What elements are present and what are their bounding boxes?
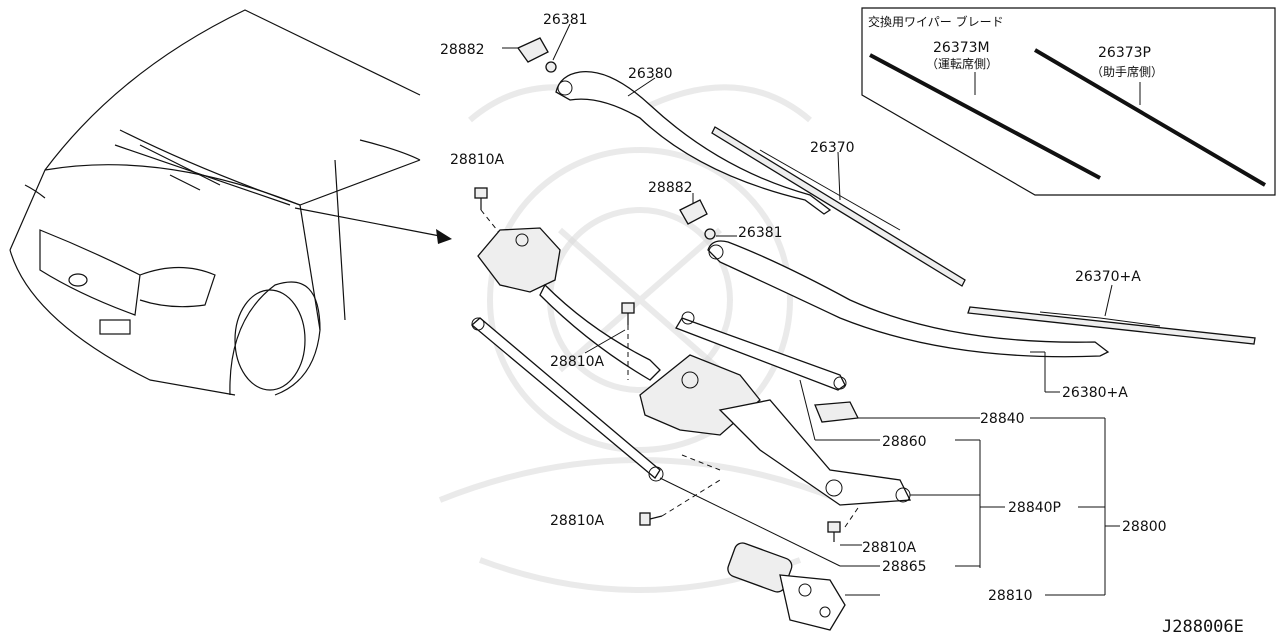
linkage-main (539, 283, 661, 381)
leader-lines (659, 379, 1120, 596)
label-28810a-2: 28810A (550, 354, 605, 370)
wiper-arm-26380 (555, 70, 832, 215)
label-28840p: 28840P (1008, 500, 1061, 516)
bolt-28810a-1 (474, 187, 488, 210)
label-28810a-4: 28810A (862, 540, 917, 556)
blade-26373p-shape (1033, 48, 1267, 187)
label-28840: 28840 (980, 411, 1025, 427)
label-26380: 26380 (628, 66, 673, 82)
label-26373m: 26373M (933, 40, 990, 56)
label-26380a: 26380+A (1062, 385, 1128, 401)
label-28810a-3: 28810A (550, 513, 605, 529)
link-rod-28865 (471, 317, 661, 479)
wiper-blade-26370 (711, 126, 966, 287)
label-26381-top: 26381 (543, 12, 588, 28)
blade-26373m-shape (869, 53, 1101, 180)
label-28882-top: 28882 (440, 42, 485, 58)
wiper-arm-26380a (707, 240, 1110, 358)
location-arrow (294, 207, 446, 238)
nut-26381-top (545, 61, 557, 73)
label-26370a: 26370+A (1075, 269, 1141, 285)
bolt-28810a-4 (827, 521, 841, 542)
diagram-code: J288006E (1162, 617, 1244, 637)
label-28810a-1: 28810A (450, 152, 505, 168)
label-26373m-side: （運転席側） (926, 56, 998, 71)
car-front-illustration (9, 9, 421, 396)
label-26370: 26370 (810, 140, 855, 156)
label-28800: 28800 (1122, 519, 1167, 535)
nut-26381-mid (704, 228, 716, 240)
link-rod-28860 (675, 317, 846, 391)
label-28882-mid: 28882 (648, 180, 693, 196)
label-26373p: 26373P (1098, 45, 1151, 61)
wiper-blade-26370a (967, 306, 1256, 345)
label-26373p-side: （助手席側） (1091, 64, 1163, 79)
label-28865: 28865 (882, 559, 927, 575)
bracket-28840 (814, 401, 859, 423)
replacement-blade-inset: 交換用ワイパー ブレード 26373M （運転席側） 26373P （助手席側） (861, 7, 1276, 196)
bolt-28810a-2 (621, 302, 635, 325)
pivot-cap-28882-mid (679, 199, 708, 225)
pivot-bracket-left (477, 227, 561, 293)
label-28860: 28860 (882, 434, 927, 450)
frame-28840p (718, 399, 912, 506)
arrow-head (436, 229, 452, 244)
inset-title: 交換用ワイパー ブレード (868, 14, 1004, 29)
wiper-motor-28810 (727, 542, 846, 631)
pivot-cap-28882-top (517, 37, 549, 63)
bolt-28810a-3 (639, 512, 663, 526)
label-26381-mid: 26381 (738, 225, 783, 241)
label-28810: 28810 (988, 588, 1033, 604)
